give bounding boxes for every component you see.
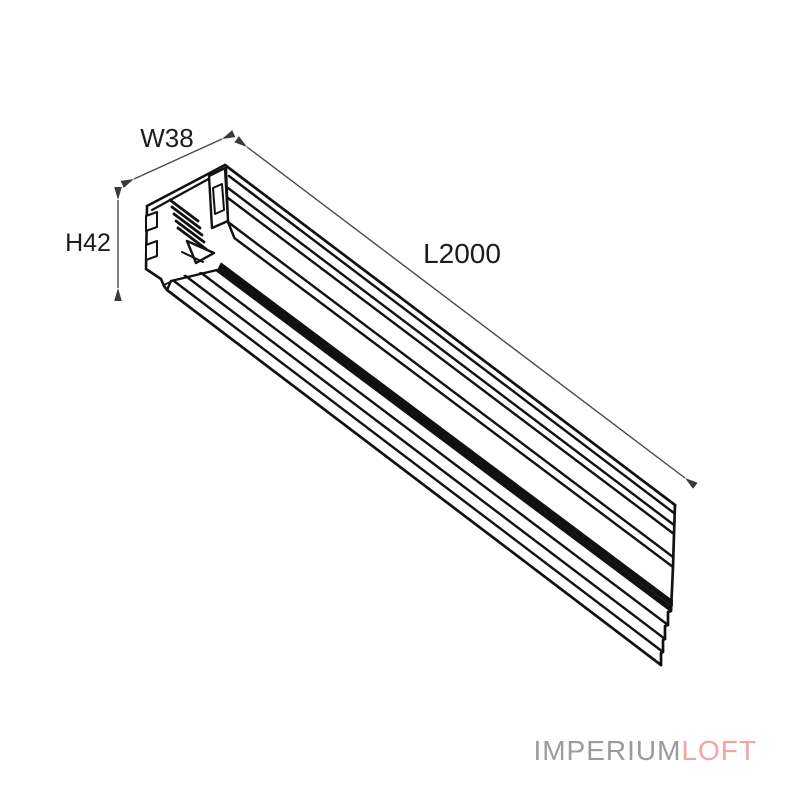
dimension-width-line bbox=[120, 130, 236, 188]
dimension-length-line bbox=[234, 136, 698, 489]
right-flange-slot bbox=[212, 183, 225, 215]
brand-watermark-primary: IMPERIUM bbox=[533, 735, 682, 766]
length-label: L2000 bbox=[423, 238, 501, 269]
dimension-width: W38 bbox=[120, 123, 236, 188]
section-fins bbox=[168, 198, 208, 251]
profile-end-edge bbox=[659, 503, 677, 667]
left-slot-lower bbox=[145, 240, 158, 261]
profile-cross-section bbox=[144, 163, 236, 292]
height-label: H42 bbox=[65, 229, 111, 257]
width-label: W38 bbox=[140, 123, 193, 153]
dimension-height: H42 bbox=[65, 187, 122, 301]
brand-watermark: IMPERIUMLOFT bbox=[533, 735, 757, 767]
section-bottom-hook bbox=[159, 277, 169, 292]
dimension-length: L2000 bbox=[234, 136, 698, 489]
left-slot-upper bbox=[145, 211, 158, 232]
brand-watermark-secondary: LOFT bbox=[681, 735, 757, 766]
